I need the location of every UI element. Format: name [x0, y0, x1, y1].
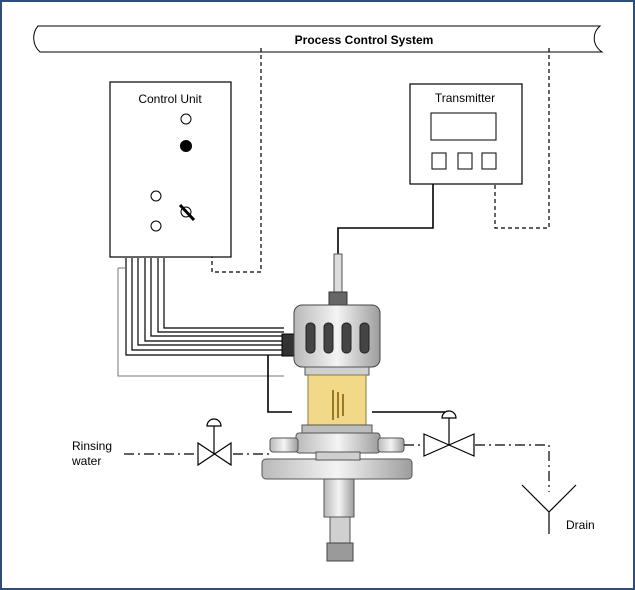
- transmitter-cable: [337, 184, 434, 254]
- sensor-shaft: [323, 478, 355, 518]
- control-unit-label: Control Unit: [138, 92, 202, 106]
- right-port: [377, 437, 405, 453]
- sensor-assembly: [261, 304, 413, 562]
- rinsing-water-label-line1: Rinsing: [72, 439, 112, 453]
- sensor-housing-lower: [295, 432, 381, 454]
- sensor-tip: [326, 542, 354, 562]
- process-control-bus: Process Control System: [33, 25, 604, 53]
- transmitter-key: [457, 152, 473, 170]
- transmitter: Transmitter: [409, 83, 523, 185]
- transmitter-display: [430, 112, 497, 141]
- selector-switch-icon: [178, 203, 196, 222]
- bus-label: Process Control System: [295, 33, 434, 47]
- indicator-lamp-icon: [150, 220, 162, 232]
- sensor-connector: [328, 291, 348, 307]
- cable-bundle-outline: [117, 267, 284, 377]
- rinsing-water-line: [124, 444, 550, 492]
- sensor-collar: [304, 366, 370, 376]
- transmitter-signal-line: [494, 48, 550, 229]
- indicator-lamp-icon: [180, 113, 192, 125]
- inlet-valve-icon: [197, 418, 232, 467]
- drain-label: Drain: [566, 518, 595, 532]
- signal-lines-dashed: [211, 48, 550, 273]
- indicator-lamp-on-icon: [180, 140, 192, 152]
- rinsing-water-label-line2: water: [71, 454, 101, 468]
- process-flange: [261, 458, 413, 480]
- sensor-cable-gland: [333, 253, 343, 297]
- transmitter-label: Transmitter: [435, 91, 495, 105]
- cable-bundle: [125, 258, 284, 356]
- transmitter-key: [481, 152, 497, 170]
- outlet-valve-icon: [423, 410, 475, 457]
- drain-icon: [521, 484, 577, 534]
- left-port: [269, 437, 299, 453]
- actuator-lines: [267, 355, 448, 413]
- transmitter-key: [431, 152, 447, 170]
- control-unit-signal-line: [211, 48, 262, 273]
- sensor-probe: [329, 516, 351, 544]
- control-unit: Control Unit: [109, 81, 232, 258]
- indicator-lamp-icon: [150, 190, 162, 202]
